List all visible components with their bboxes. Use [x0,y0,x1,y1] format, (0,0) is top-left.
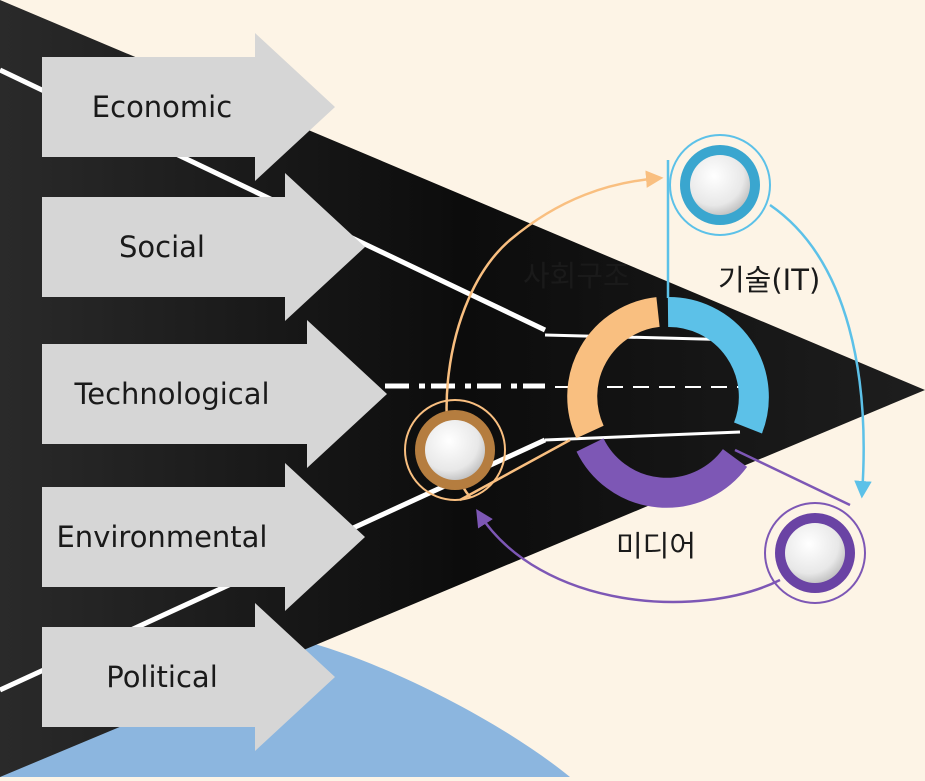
factor-arrows [42,33,387,751]
blue-connector [769,203,872,499]
arrow-economic [42,33,335,181]
factor-label-economic: Economic [91,90,233,124]
factor-label-environmental: Environmental [56,520,268,554]
purple-ring-link [734,448,851,507]
arrow-environmental [42,463,365,611]
node-media [764,502,866,604]
node-technology [669,134,771,236]
purple-connector [476,509,781,604]
node-social-structure [404,399,506,501]
cycle-label-media: 미디어 [616,529,697,563]
arrow-political [42,603,335,751]
factor-label-technological: Technological [74,377,270,411]
ring-blue-arc [667,296,769,434]
factor-label-political: Political [106,660,218,694]
ring-purple-arc [576,437,748,508]
cycle-label-technology: 기술(IT) [718,263,821,297]
cycle-ring [567,296,769,508]
factor-label-social: Social [119,230,205,264]
cycle-label-social-structure: 사회구조 [523,259,630,293]
arrow-technological [42,320,387,468]
orange-ring-link [459,438,571,502]
ring-orange-arc [567,297,661,439]
arrow-social [42,173,365,321]
